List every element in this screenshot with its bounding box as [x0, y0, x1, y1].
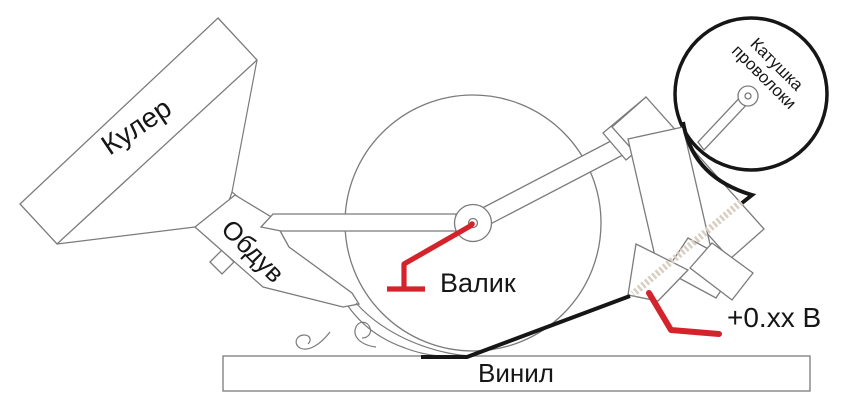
roller-axle-contact-dot	[469, 221, 475, 227]
voltage-label: +0.xx В	[727, 302, 821, 333]
spool-wire	[681, 121, 757, 205]
blower-nozzle	[193, 194, 361, 308]
vinyl-assembly	[222, 355, 811, 392]
blower-assembly	[193, 194, 475, 358]
ground-symbol	[387, 222, 474, 292]
vinyl-label: Винил	[478, 358, 554, 388]
extruded-wire	[421, 294, 631, 359]
airflow-curl-right	[354, 321, 377, 348]
wire-coil	[630, 199, 744, 297]
vinyl-sheet	[222, 355, 811, 392]
roller-arm-left	[259, 213, 457, 232]
feeder-clamp-lower	[689, 242, 754, 301]
feeder-assembly	[602, 96, 765, 302]
cooler-funnel-bottom-edge	[56, 226, 196, 245]
spool-axle-pin	[744, 92, 752, 100]
cooler-assembly	[19, 17, 267, 245]
voltage-wire	[646, 290, 722, 337]
roller-label: Валик	[440, 268, 516, 298]
spool-arm-assembly	[697, 85, 759, 152]
airflow-curl-left	[295, 331, 331, 350]
